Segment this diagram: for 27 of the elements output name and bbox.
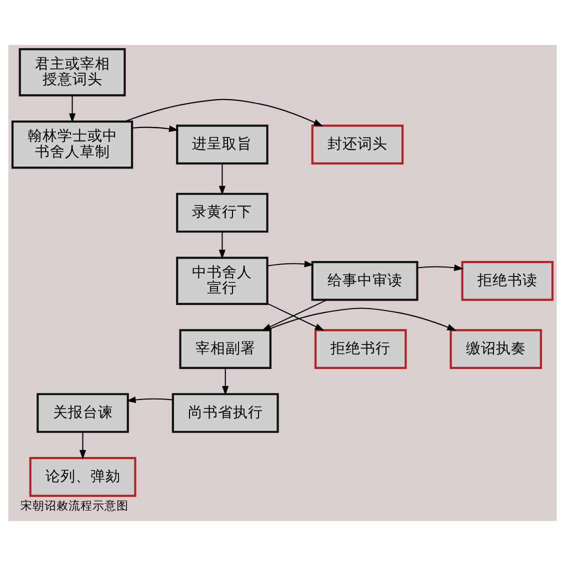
node-box: 封还词头 [311,124,404,164]
arrow [132,125,178,132]
arrow [266,307,457,330]
arrow [218,231,226,259]
arrow [267,260,314,267]
arrow [124,98,324,126]
arrow [68,95,76,122]
node-box: 进呈取旨 [176,124,268,164]
node-box: 宰相副署 [179,328,272,368]
node-box: 缴诏执奏 [450,328,542,368]
arrow [417,264,464,270]
arrow [222,368,229,395]
arrow [126,396,173,403]
node-box: 给事中审读 [311,260,418,300]
arrow [267,302,324,330]
arrow [218,163,226,195]
node-box: 翰林学士或中书舍人草制 [11,120,134,168]
arrow [79,431,86,459]
node-box: 录黄行下 [176,192,268,232]
node-box: 拒绝书读 [461,260,554,300]
node-box: 君主或宰相授意词头 [18,48,126,96]
node-box: 中书舍人宣行 [176,256,268,305]
node-box: 论列、弹劾 [29,456,136,496]
caption: 宋朝诏敕流程示意图 [20,498,128,512]
node-box: 尚书省执行 [172,392,279,432]
node-box: 关报台谏 [36,392,129,432]
node-box: 拒绝书行 [314,328,407,368]
